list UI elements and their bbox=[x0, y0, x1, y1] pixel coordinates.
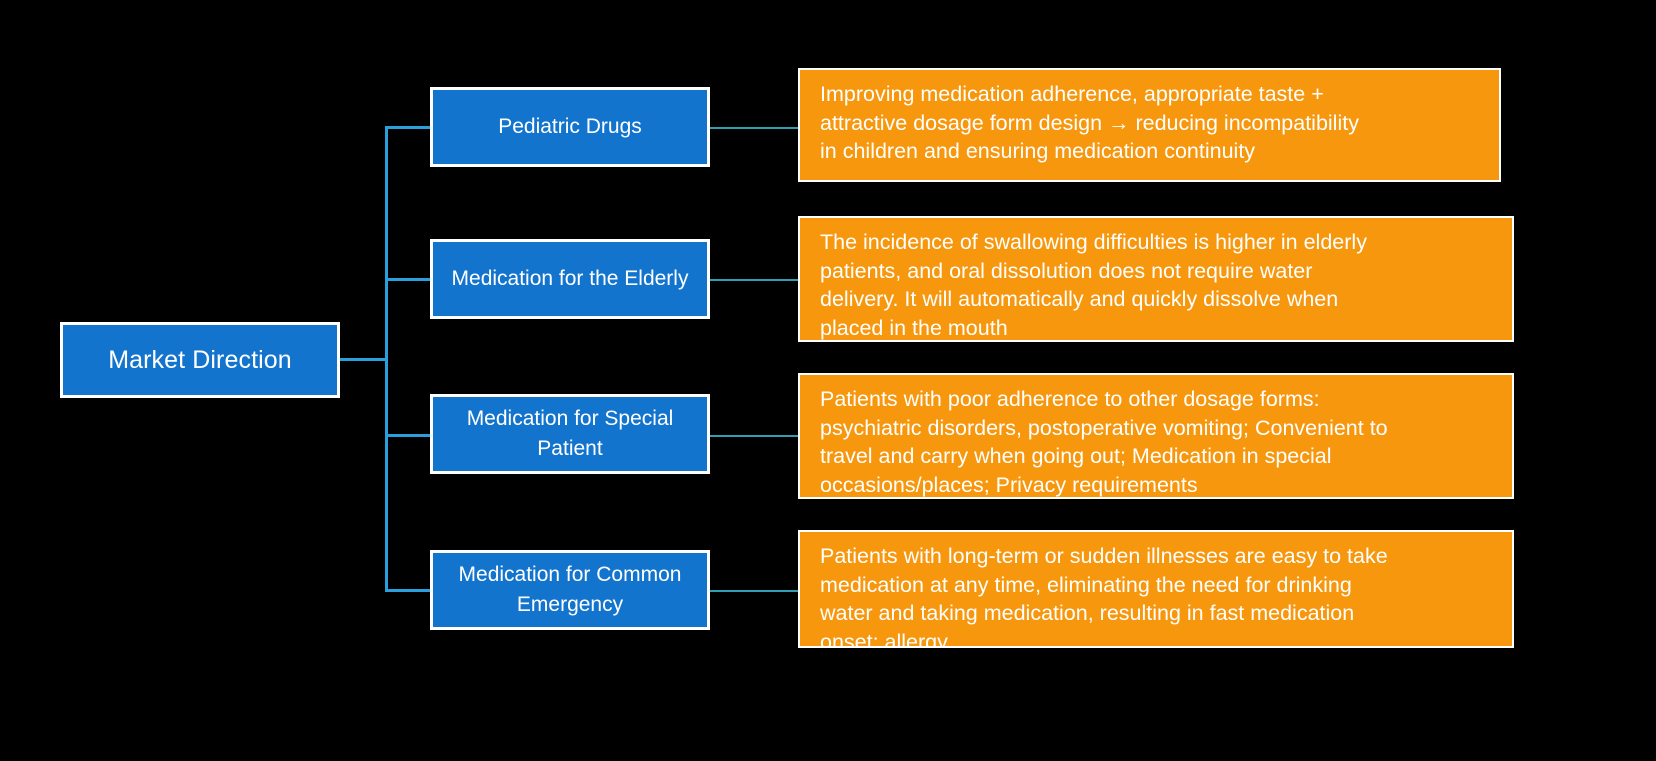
branch-node-label: Medication for Common Emergency bbox=[458, 563, 682, 616]
connector-branch-2 bbox=[385, 278, 433, 281]
root-node-label: Market Direction bbox=[108, 345, 292, 374]
detail-box-medication-for-common-emergency[interactable]: Patients with long-term or sudden illnes… bbox=[798, 530, 1514, 648]
connector-detail-4 bbox=[710, 590, 798, 592]
connector-branch-3 bbox=[385, 434, 433, 437]
detail-box-medication-for-special-patient[interactable]: Patients with poor adherence to other do… bbox=[798, 373, 1514, 499]
connector-branch-1 bbox=[385, 126, 433, 129]
branch-node-label: Medication for the Elderly bbox=[451, 267, 689, 291]
branch-node-medication-for-the-elderly[interactable]: Medication for the Elderly bbox=[430, 239, 710, 319]
detail-box-text: Patients with long-term or sudden illnes… bbox=[820, 544, 1388, 648]
detail-box-text: Patients with poor adherence to other do… bbox=[820, 387, 1388, 497]
connector-root-stub bbox=[340, 358, 388, 361]
branch-node-medication-for-common-emergency[interactable]: Medication for Common Emergency bbox=[430, 550, 710, 630]
connector-detail-1 bbox=[710, 127, 798, 129]
detail-box-text: The incidence of swallowing difficulties… bbox=[820, 230, 1367, 340]
branch-node-pediatric-drugs[interactable]: Pediatric Drugs bbox=[430, 87, 710, 167]
connector-spine bbox=[385, 126, 388, 592]
detail-box-pediatric-drugs[interactable]: Improving medication adherence, appropri… bbox=[798, 68, 1501, 182]
detail-box-text: Improving medication adherence, appropri… bbox=[820, 82, 1359, 164]
branch-node-medication-for-special-patient[interactable]: Medication for Special Patient bbox=[430, 394, 710, 474]
branch-node-label: Medication for Special Patient bbox=[466, 407, 674, 460]
root-node-market-direction[interactable]: Market Direction bbox=[60, 322, 340, 398]
detail-box-medication-for-the-elderly[interactable]: The incidence of swallowing difficulties… bbox=[798, 216, 1514, 342]
branch-node-label: Pediatric Drugs bbox=[498, 115, 642, 139]
connector-detail-3 bbox=[710, 435, 798, 437]
connector-detail-2 bbox=[710, 279, 798, 281]
connector-branch-4 bbox=[385, 589, 433, 592]
